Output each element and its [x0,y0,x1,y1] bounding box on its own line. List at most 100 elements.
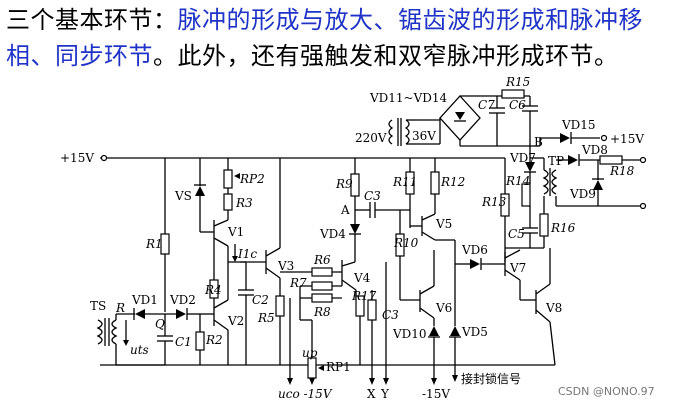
uco-minus15-label: uco -15V [278,387,333,401]
vd5-label: VD5 [461,325,488,339]
r7-label: R7 [289,276,307,290]
vd1-diode [135,309,145,319]
q-label: Q [155,317,165,331]
watermark: CSDN @NONO.97 [558,385,655,398]
r12-label: R12 [440,175,465,189]
r5-label: R5 [257,311,275,325]
r14-label: R14 [505,174,530,188]
r13-label: R13 [481,195,507,209]
c5-label: C5 [508,227,525,241]
pulse-transformer-secondary [551,169,558,195]
c6-label: C6 [509,98,526,112]
vd10-label: VD10 [392,327,427,341]
ts-label: TS [90,299,106,313]
v1-transistor [200,219,229,247]
r8-resistor [311,293,333,303]
c1-label: C1 [175,335,192,349]
intro-highlight: 脉冲的形成与放大、锯齿波的形成和脉冲移相、同步环节 [6,6,643,70]
v3-label: V3 [277,259,294,273]
vd8-diode [568,155,578,165]
sync-transformer [388,118,420,146]
minus15-label: -15V [422,387,450,401]
v4-label: V4 [353,271,371,285]
vd10-diode [429,326,439,336]
up-label: up [302,346,318,360]
rp1-label: RP1 [326,360,351,374]
r5-resistor [275,295,285,317]
vd4-label: VD4 [319,227,346,241]
plus15-right-terminal [600,134,608,142]
vd2-diode [176,309,186,319]
output-bottom-terminal [639,202,647,210]
vd9-diode [593,180,603,190]
r16-resistor [539,213,549,237]
r17-label: R17 [351,289,377,303]
vd9-label: VD9 [569,187,596,201]
r3-label: R3 [235,196,253,210]
rp1-potentiometer [307,357,317,379]
i1c-label: I1c [237,247,257,261]
r7-resistor [311,281,333,291]
plus15-right-label: +15V [610,132,644,146]
ac220-label: 220V [355,131,387,145]
plus15-left-label: +15V [60,151,94,165]
r1-label: R1 [145,237,163,251]
x-label: X [367,387,376,401]
output-top-terminal [639,156,647,164]
v8-transistor [520,248,556,366]
r10-label: R10 [393,236,419,250]
r3-resistor [223,193,233,211]
vd1-label: VD1 [131,293,158,307]
plus15-terminal [100,154,108,162]
v2-label: V2 [227,314,244,328]
tp-label: TP [548,154,564,168]
r8-label: R8 [313,305,331,319]
intro-text: 三个基本环节：脉冲的形成与放大、锯齿波的形成和脉冲移相、同步环节。此外，还有强触… [6,2,686,74]
vd5-diode [450,326,460,336]
v7-label: V7 [509,261,526,275]
vd6-label: VD6 [461,243,488,257]
r11-label: R11 [392,175,417,189]
uts-label: uts [130,343,149,357]
v6-transistor [400,250,435,319]
c3-label: C3 [364,189,381,203]
r16-label: R16 [550,221,576,235]
intro-prefix: 三个基本环节： [6,6,178,34]
r15-resistor [501,89,525,99]
y-label: Y [380,387,390,401]
vd8-label: VD8 [581,143,608,157]
ts-transformer [96,318,118,346]
c3b-label: C3 [382,308,399,322]
vs-zener [195,186,205,196]
c2-label: C2 [252,293,269,307]
vd15-label: VD15 [561,118,596,132]
r18-resistor [599,155,623,165]
v8-label: V8 [545,301,562,315]
r2-label: R2 [205,333,223,347]
node-b-label: B [534,135,543,149]
r6-label: R6 [313,253,331,267]
vd11-14-label: VD11~VD14 [369,91,448,105]
intro-suffix: 。此外，还有强触发和双窄脉冲形成环节。 [153,42,619,70]
r2-resistor [195,331,205,351]
v5-transistor [410,213,436,241]
pulse-transformer-primary [542,169,549,195]
r6-resistor [311,267,333,277]
v6-label: V6 [435,301,452,315]
vd4-diode [350,224,360,234]
v2-transistor [200,299,229,331]
r12-resistor [430,171,440,195]
vd2-label: VD2 [169,293,196,307]
v1-label: V1 [227,225,244,239]
vd7-label: VD7 [509,151,536,165]
r9-label: R9 [335,177,353,191]
vs-label: VS [174,189,192,203]
r15-label: R15 [505,75,530,89]
rp2-potentiometer [223,169,233,189]
v7-transistor [504,249,521,300]
r18-label: R18 [609,164,635,178]
v5-label: V5 [435,217,452,231]
rp2-label: RP2 [239,172,265,186]
c7-label: C7 [478,98,495,112]
